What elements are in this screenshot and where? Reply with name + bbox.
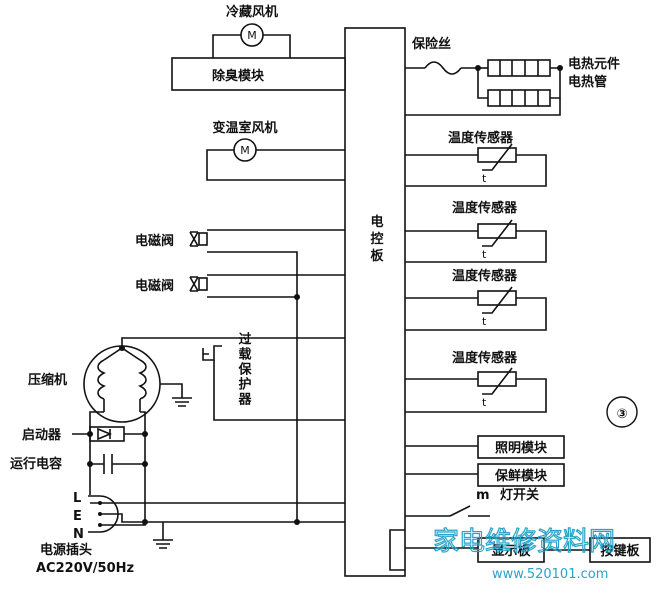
heater-label-1: 电热元件	[568, 56, 620, 72]
solenoid-valve-2: 电磁阀	[135, 274, 345, 300]
solenoid-1-valve-icon	[189, 231, 199, 247]
temp-sensor-4-body	[477, 371, 517, 387]
watermark: 家电维修资料网 www.520101.com	[432, 526, 615, 582]
lamp-switch-icon	[449, 505, 490, 517]
temp-sensor-2-body	[477, 223, 517, 239]
control-board	[344, 27, 406, 577]
plug-title: 电源插头	[40, 542, 92, 558]
light-module-group: 照明模块	[405, 435, 565, 459]
heater-element-2	[487, 89, 551, 107]
starter-box	[89, 426, 125, 442]
keypad-board-label: 按键板	[600, 543, 640, 559]
temp-sensor-3-label: 温度传感器	[452, 268, 518, 284]
fresh-module-label: 保鲜模块	[494, 468, 548, 484]
temp-sensor-1-label: 温度传感器	[448, 130, 514, 146]
fresh-module-group: 保鲜模块	[405, 463, 565, 487]
starter-diode-icon	[97, 427, 113, 441]
run-capacitor-label: 运行电容	[10, 456, 62, 472]
fridge-fan-motor-m: M	[247, 29, 257, 42]
light-module-label: 照明模块	[495, 440, 548, 456]
fridge-fan-label: 冷藏风机	[226, 4, 278, 20]
starter-label: 启动器	[22, 427, 62, 443]
temp-sensor-1-body	[477, 147, 517, 163]
plug-L: L	[73, 491, 81, 506]
compressor-label: 压缩机	[28, 372, 67, 388]
control-board-label: 电控板	[368, 214, 384, 266]
solenoid-1-label: 电磁阀	[135, 233, 174, 249]
compressor-group: 压缩机	[28, 337, 345, 423]
var-fan-label: 变温室风机	[212, 120, 277, 136]
overload-protector-icon	[202, 345, 222, 361]
fuse-heater-group: 保险丝 电热元件 电热管	[405, 36, 620, 116]
overload-protector-label: 过载保护器	[236, 331, 253, 407]
temp-sensor-2-t: t	[482, 248, 487, 261]
overload-protector-group: 过载保护器	[202, 331, 345, 421]
solenoid-valve-1: 电磁阀	[135, 229, 345, 522]
light-module-box	[477, 435, 565, 459]
plug-N: N	[73, 527, 84, 542]
temp-sensor-1: 温度传感器 t	[405, 130, 547, 187]
lamp-switch-label: 灯开关	[500, 487, 539, 503]
temp-sensor-2: 温度传感器 t	[405, 200, 547, 263]
heater-label-2: 电热管	[568, 74, 607, 90]
deodor-module-box	[171, 57, 346, 91]
temp-sensor-3-t: t	[482, 315, 487, 328]
solenoid-2-label: 电磁阀	[135, 278, 174, 294]
var-fan-group: 变温室风机 M	[206, 120, 345, 181]
watermark-text: 家电维修资料网	[433, 527, 615, 557]
plug-E: E	[73, 509, 82, 524]
temp-sensor-2-label: 温度传感器	[452, 200, 518, 216]
display-keypad-group: 显示板 按键板	[389, 529, 651, 571]
compressor-ground-icon	[172, 397, 192, 407]
compressor-circle	[83, 345, 161, 423]
temp-sensor-3: 温度传感器 t	[405, 268, 547, 331]
display-board-box	[477, 537, 545, 563]
lamp-switch-group: m 灯开关	[405, 487, 539, 517]
run-capacitor-group: 运行电容	[10, 434, 148, 495]
plug-spec: AC220V/50Hz	[36, 561, 134, 576]
compressor-coil-2-icon	[138, 359, 147, 400]
watermark-url: www.520101.com	[492, 567, 608, 582]
temp-sensor-4-label: 温度传感器	[452, 350, 518, 366]
temp-sensor-1-t: t	[482, 172, 487, 185]
plug-ground-icon	[153, 539, 173, 549]
solenoid-2-valve-icon	[189, 276, 199, 292]
lamp-switch-m: m	[476, 488, 490, 503]
fuse-icon	[424, 61, 462, 75]
power-plug-group: L E N 电源插头 AC220V/50Hz	[36, 491, 345, 576]
figure-number-circle	[606, 396, 638, 428]
capacitor-icon	[103, 454, 113, 474]
fresh-module-box	[477, 463, 565, 487]
temp-sensor-4-t: t	[482, 396, 487, 409]
fuse-label: 保险丝	[411, 36, 451, 52]
var-fan-motor-m: M	[240, 144, 250, 157]
fridge-fan-group: 冷藏风机 M 除臭模块	[171, 4, 346, 91]
display-board-label: 显示板	[491, 543, 531, 559]
figure-number: ③	[616, 407, 627, 422]
keypad-board-box	[589, 537, 651, 563]
deodor-module-label: 除臭模块	[212, 68, 265, 84]
temp-sensor-3-body	[477, 290, 517, 306]
temp-sensor-4: 温度传感器 t	[405, 350, 547, 413]
heater-element-1	[487, 59, 551, 77]
compressor-coil-1-icon	[97, 359, 106, 400]
